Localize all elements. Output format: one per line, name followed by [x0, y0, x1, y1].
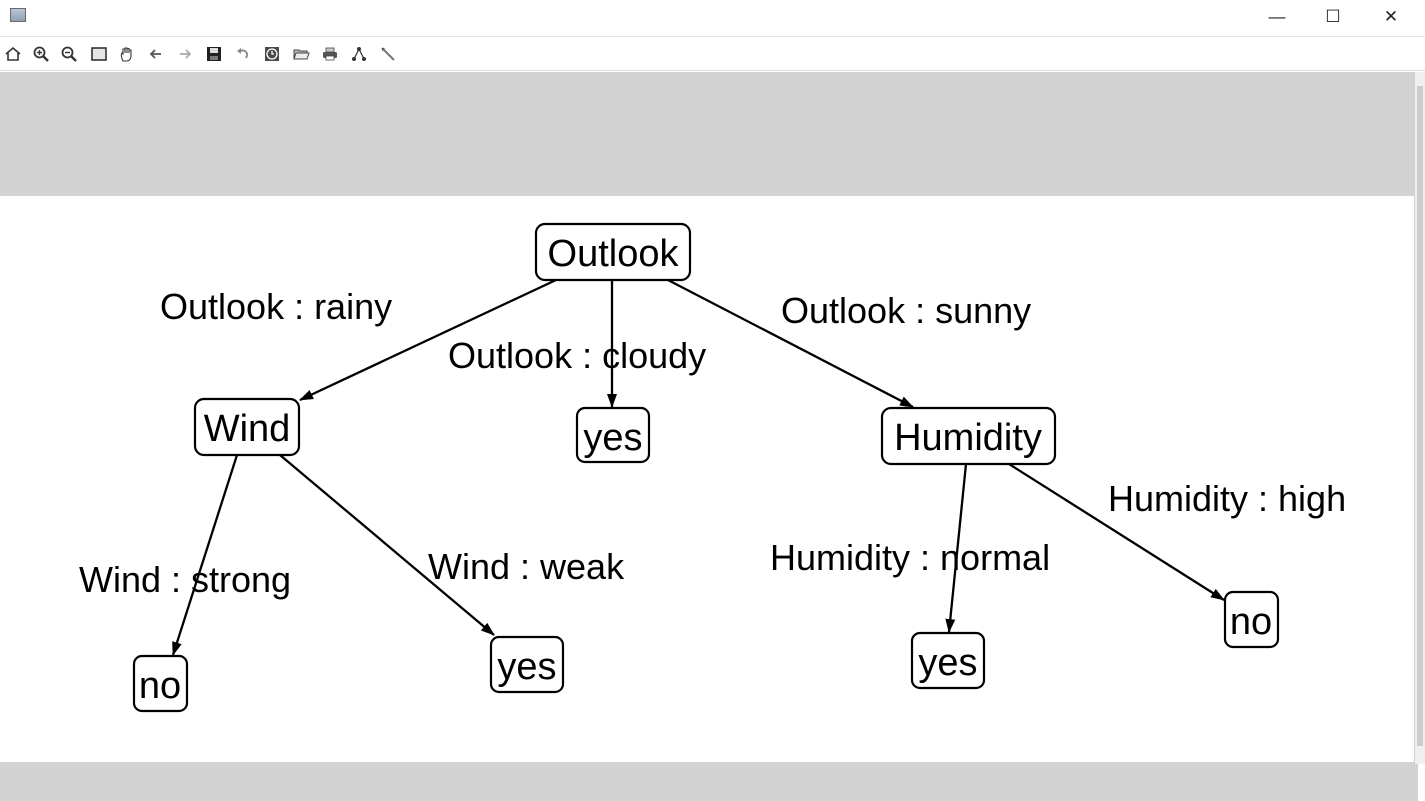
node-label-yes-cloudy: yes	[583, 417, 642, 459]
tree-canvas	[0, 196, 1418, 762]
back-arrow-icon[interactable]	[146, 44, 166, 64]
edge-label-weak: Wind : weak	[428, 546, 625, 587]
edge-humidity-no	[1008, 463, 1225, 601]
edge-label-high: Humidity : high	[1108, 478, 1346, 519]
toolbar	[0, 38, 1425, 71]
edge-label-normal: Humidity : normal	[770, 537, 1050, 578]
edge-humidity-yes	[945, 463, 968, 633]
node-no-high[interactable]: no	[1223, 590, 1280, 649]
edge-outlook-wind	[299, 278, 557, 402]
title-bar: — ☐ ✕	[0, 0, 1425, 37]
zoom-in-icon[interactable]	[31, 44, 51, 64]
node-outlook[interactable]: Outlook	[534, 222, 692, 282]
zoom-out-icon[interactable]	[59, 44, 79, 64]
forward-arrow-icon[interactable]	[175, 44, 195, 64]
edge-outlook-humidity	[667, 278, 914, 409]
fit-page-icon[interactable]	[89, 44, 109, 64]
node-no-strong[interactable]: no	[132, 654, 189, 713]
node-label-humidity: Humidity	[894, 417, 1042, 459]
node-humidity[interactable]: Humidity	[880, 406, 1057, 466]
edit-pen-icon[interactable]	[378, 44, 398, 64]
node-label-no-high: no	[1230, 601, 1272, 643]
clock-icon[interactable]	[262, 44, 282, 64]
edge-wind-no	[171, 454, 239, 656]
node-label-yes-weak: yes	[497, 646, 556, 688]
node-yes-cloudy[interactable]: yes	[575, 406, 651, 464]
undo-icon[interactable]	[233, 44, 253, 64]
open-folder-icon[interactable]	[291, 44, 311, 64]
node-label-wind: Wind	[204, 408, 291, 450]
edge-label-cloudy: Outlook : cloudy	[448, 335, 706, 376]
edge-label-sunny: Outlook : sunny	[781, 290, 1031, 331]
close-button[interactable]: ✕	[1383, 7, 1399, 26]
canvas-bottom-margin	[0, 762, 1418, 801]
node-yes-normal[interactable]: yes	[910, 631, 986, 690]
maximize-button[interactable]: ☐	[1325, 7, 1341, 26]
vertical-scrollbar[interactable]	[1414, 72, 1425, 764]
home-icon[interactable]	[3, 44, 23, 64]
save-icon[interactable]	[204, 44, 224, 64]
scrollbar-thumb[interactable]	[1417, 86, 1423, 746]
app-icon	[10, 8, 26, 22]
edge-label-rainy: Outlook : rainy	[160, 286, 392, 327]
canvas-top-margin	[0, 72, 1418, 196]
print-icon[interactable]	[320, 44, 340, 64]
edge-label-strong: Wind : strong	[79, 559, 291, 600]
node-label-yes-normal: yes	[918, 642, 977, 684]
node-wind[interactable]: Wind	[193, 397, 301, 457]
edge-wind-yes	[279, 454, 495, 636]
node-label-no-strong: no	[139, 665, 181, 707]
node-yes-weak[interactable]: yes	[489, 635, 565, 694]
node-label-outlook: Outlook	[548, 233, 680, 275]
tree-layout-icon[interactable]	[349, 44, 369, 64]
pan-hand-icon[interactable]	[117, 44, 137, 64]
minimize-button[interactable]: —	[1268, 7, 1286, 26]
